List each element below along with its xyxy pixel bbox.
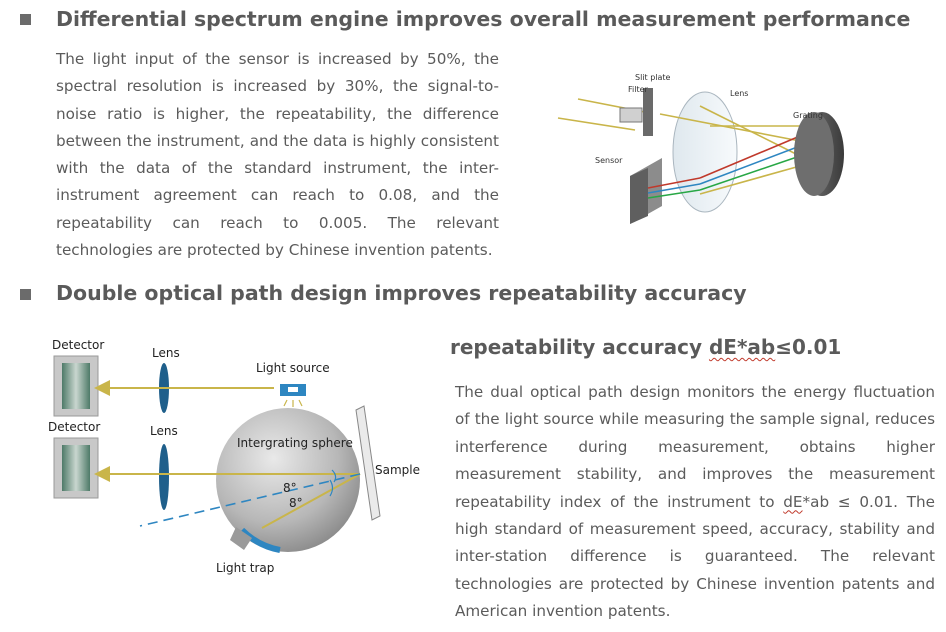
section2-body: The dual optical path design monitors th…	[455, 379, 935, 626]
grating-label: Grating	[793, 111, 823, 120]
detector-top-shape	[53, 355, 99, 417]
subheading-suffix: ≤0.01	[775, 335, 842, 359]
detector-top-label: Detector	[52, 338, 104, 352]
detector-bottom-shape	[53, 437, 99, 499]
section2-body-text: The dual optical path design monitors th…	[455, 379, 935, 626]
section2-heading: Double optical path design improves repe…	[56, 281, 747, 305]
light-trap-label: Light trap	[216, 561, 274, 575]
sample-plate-shape	[355, 405, 381, 521]
double-optical-path-diagram: Detector Lens Light source Detector Lens…	[48, 338, 420, 575]
repeatability-subheading: repeatability accuracy dE*ab≤0.01	[450, 335, 841, 359]
section1-heading: Differential spectrum engine improves ov…	[56, 7, 911, 31]
subheading-mark: dE*ab	[708, 335, 776, 359]
integrating-sphere-shape	[216, 408, 360, 552]
spectrum-engine-diagram: Slit plate Filter Lens Grating Sensor	[557, 73, 844, 224]
sensor-label: Sensor	[595, 156, 623, 165]
subheading-prefix: repeatability accuracy	[450, 335, 709, 359]
lens-shape	[672, 91, 738, 213]
sample-label: Sample	[375, 463, 420, 477]
filter-label: Filter	[628, 85, 649, 94]
lens-top-label: Lens	[152, 346, 180, 360]
slit-plate-label: Slit plate	[635, 73, 671, 82]
angle-label-1: 8°	[283, 481, 297, 495]
integrating-sphere-label: Intergrating sphere	[237, 436, 353, 450]
light-source-label: Light source	[256, 361, 330, 375]
section2-body-mark: dE	[783, 492, 803, 511]
angle-label-2: 8°	[289, 496, 303, 510]
lens-bottom-shape	[159, 444, 169, 510]
lens-bottom-label: Lens	[150, 424, 178, 438]
detector-bottom-label: Detector	[48, 420, 100, 434]
slit-plate-shape	[643, 88, 653, 136]
section2-body-post: *ab ≤ 0.01. The high standard of measure…	[455, 492, 935, 621]
lens-label: Lens	[730, 89, 748, 98]
section2-bullet-icon	[20, 289, 31, 300]
section2-body-pre: The dual optical path design monitors th…	[455, 383, 935, 511]
light-trap-shape	[239, 527, 281, 553]
section1-body: The light input of the sensor is increas…	[56, 46, 499, 264]
section1-body-text: The light input of the sensor is increas…	[56, 50, 499, 260]
section1-bullet-icon	[20, 14, 31, 25]
filter-shape	[619, 107, 643, 123]
